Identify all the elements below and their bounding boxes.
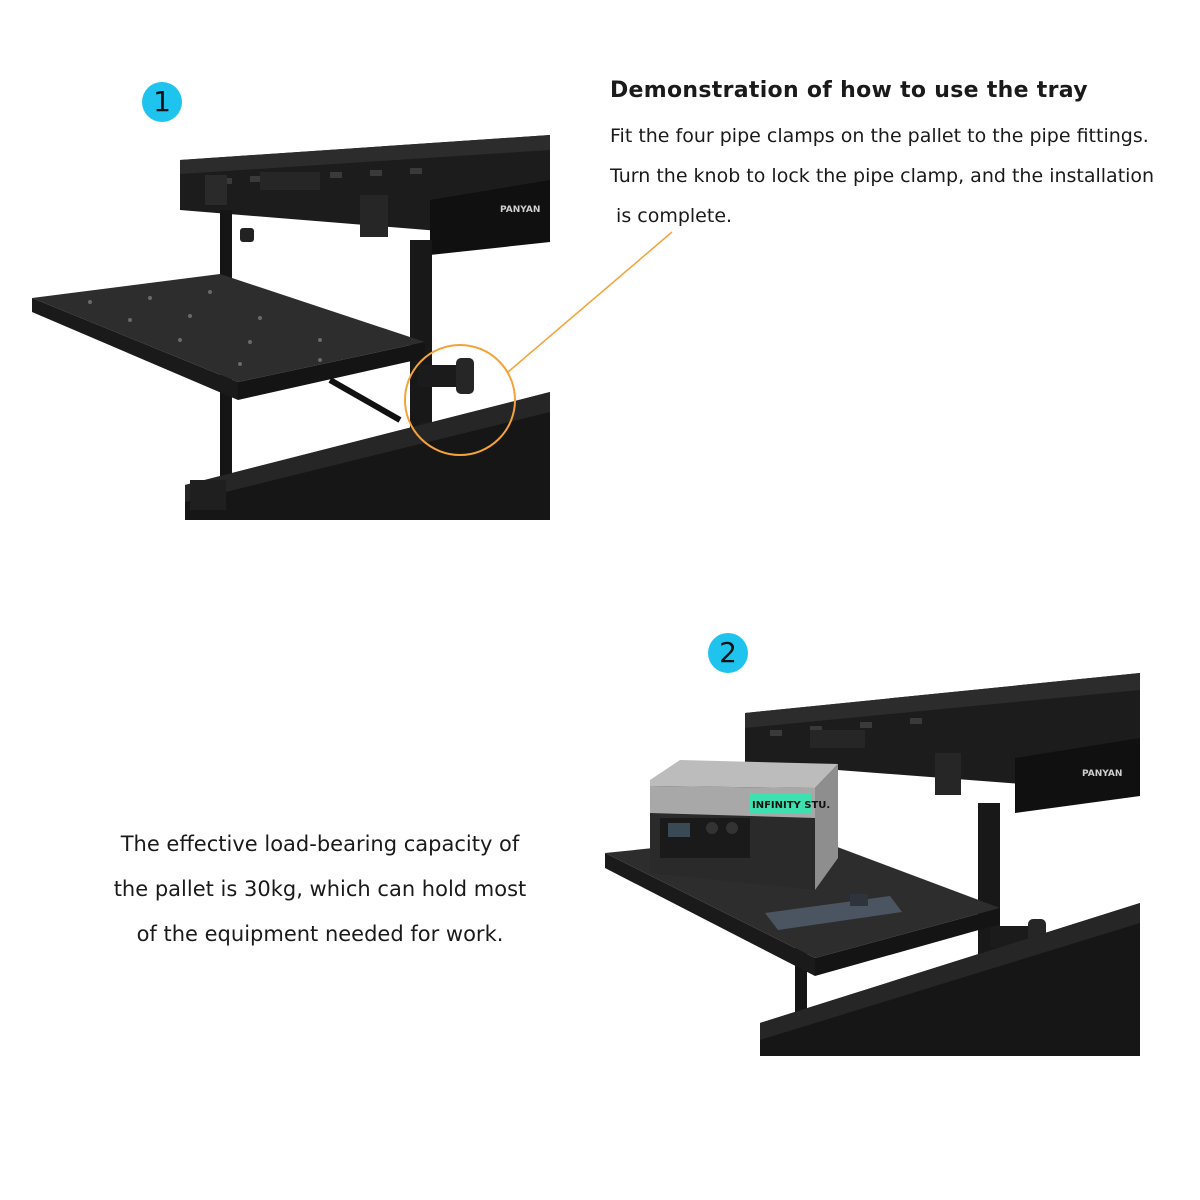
step-1-line: Fit the four pipe clamps on the pallet t… <box>610 125 1149 147</box>
step-2-description: The effective load-bearing capacity of t… <box>80 822 560 957</box>
brand-label-1: PANYAN <box>500 205 540 215</box>
tray-loaded-photo: PANYAN INFINITY STU. <box>605 673 1140 1056</box>
cropped-title-strip <box>0 0 1200 10</box>
step-1-line: Turn the knob to lock the pipe clamp, an… <box>610 165 1155 187</box>
step-1-line: is complete. <box>610 205 733 227</box>
tray-install-photo: PANYAN <box>32 135 550 520</box>
step-1-heading: Demonstration of how to use the tray <box>610 78 1088 103</box>
step-1-description: Fit the four pipe clamps on the pallet t… <box>610 116 1190 236</box>
step-2-line: the pallet is 30kg, which can hold most <box>113 877 527 901</box>
step-2-badge: 2 <box>708 633 748 673</box>
step-2-line: of the equipment needed for work. <box>136 922 504 946</box>
step-1-badge: 1 <box>142 82 182 122</box>
device-label: INFINITY STU. <box>752 800 830 811</box>
brand-label-2: PANYAN <box>1082 769 1122 779</box>
step-2-line: The effective load-bearing capacity of <box>120 832 520 856</box>
